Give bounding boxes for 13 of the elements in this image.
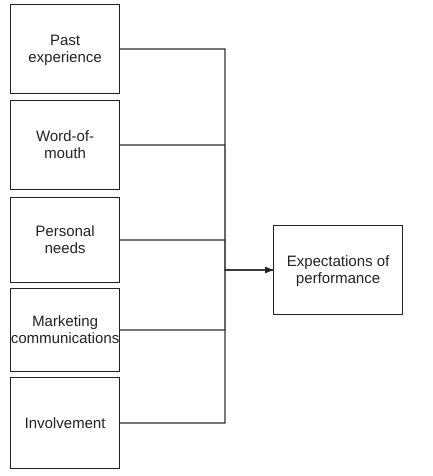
box-label: Involvement <box>24 414 106 432</box>
process-box <box>10 197 120 283</box>
connector-arrow <box>120 266 273 424</box>
box-label: Personal needs <box>34 223 96 257</box>
box-label: Word-of-mouth <box>34 128 96 162</box>
process-box <box>10 4 120 94</box>
process-box <box>10 100 120 190</box>
process-box <box>273 225 403 315</box>
box-label: Marketing communications <box>10 313 120 347</box>
process-box <box>10 377 120 469</box>
box-label: Expectations of performance <box>286 253 390 287</box>
box-label: Past experience <box>27 32 103 66</box>
process-box <box>10 288 120 372</box>
